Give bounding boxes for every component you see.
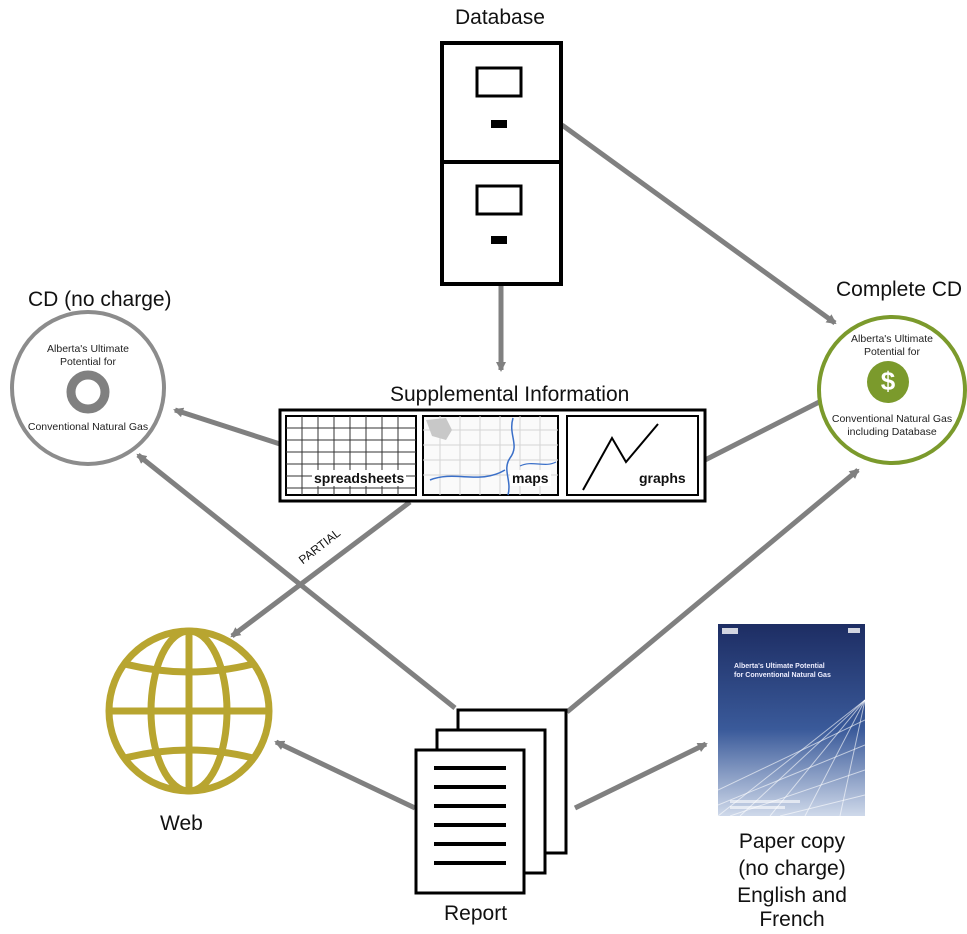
- complete-cd-line2: Potential for: [863, 346, 921, 358]
- cd-free-icon: [10, 310, 166, 466]
- cd-free-line3: Conventional Natural Gas: [27, 421, 149, 433]
- database-cabinet-icon: [440, 41, 563, 286]
- supplemental-panels: [278, 408, 707, 503]
- paper-copy-line3: English and French: [737, 884, 847, 931]
- supplemental-title: Supplemental Information: [390, 383, 630, 406]
- arrow-supplemental-to-web: [230, 500, 412, 638]
- complete-cd-icon: [817, 315, 967, 465]
- arrows: [136, 122, 860, 811]
- cover-title-line1: Alberta's Ultimate Potential: [734, 663, 825, 670]
- dollar-symbol: $: [880, 366, 896, 396]
- complete-cd-line4: including Database: [847, 426, 937, 438]
- arrow-supplemental-to-complete-cd: [703, 392, 835, 463]
- web-label: Web: [160, 812, 203, 835]
- database-label: Database: [455, 6, 545, 29]
- web-globe-icon: [105, 627, 273, 795]
- arrow-supplemental-to-cd-free: [173, 407, 281, 447]
- paper-copy-line2: (no charge): [738, 857, 846, 880]
- maps-label: maps: [510, 470, 551, 486]
- complete-cd-line3: Conventional Natural Gas: [831, 413, 953, 425]
- cd-free-line1: Alberta's Ultimate: [47, 343, 129, 355]
- spreadsheet-panel-icon: [285, 415, 417, 496]
- complete-cd-line1: Alberta's Ultimate: [851, 333, 933, 345]
- cd-free-line2: Potential for: [59, 356, 117, 368]
- cover-title-line2: for Conventional Natural Gas: [734, 672, 831, 679]
- arrow-report-to-paper: [573, 741, 708, 811]
- report-stack-icon: [414, 708, 568, 895]
- spreadsheets-label: spreadsheets: [312, 470, 407, 486]
- graphs-label: graphs: [637, 470, 688, 486]
- arrow-report-to-cd-free: [136, 453, 457, 710]
- arrow-report-to-web: [274, 739, 417, 811]
- cd-free-label: CD (no charge): [28, 288, 172, 311]
- paper-cover-image: [718, 624, 865, 816]
- paper-copy-line1: Paper copy: [738, 830, 846, 853]
- report-label: Report: [444, 902, 508, 925]
- arrow-report-to-complete-cd: [565, 468, 860, 714]
- complete-cd-label: Complete CD: [836, 278, 963, 301]
- arrow-db-to-complete-cd: [560, 122, 837, 326]
